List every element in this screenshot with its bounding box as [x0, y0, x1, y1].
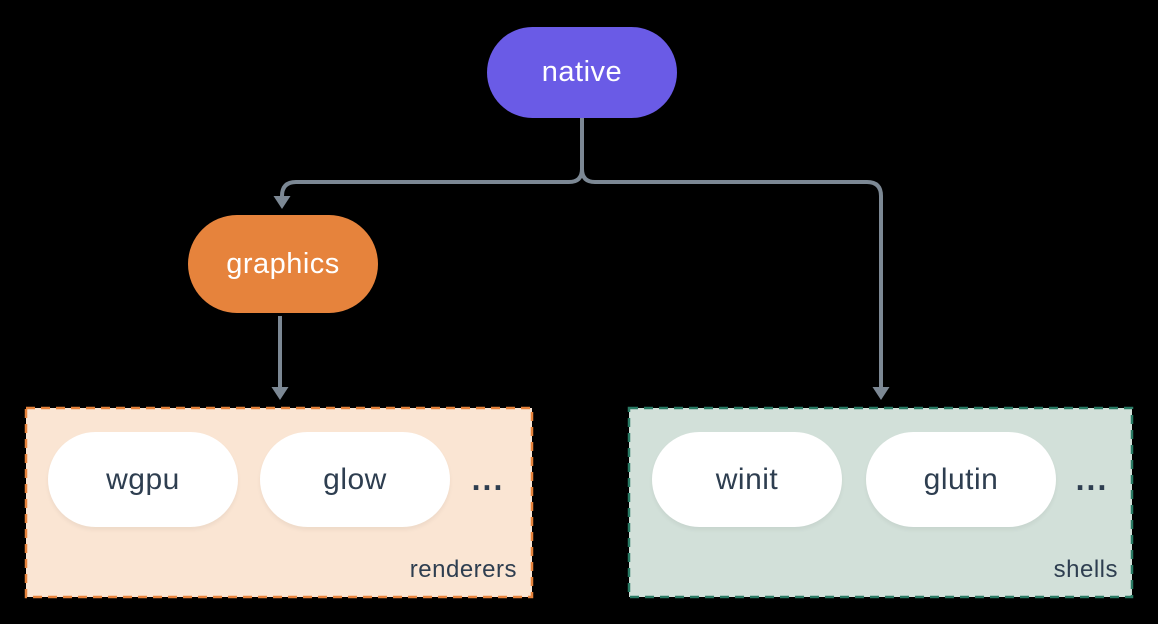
arrowhead-graphics-icon	[273, 196, 291, 209]
arrowhead-renderers-icon	[271, 387, 289, 400]
node-glutin: glutin	[866, 432, 1056, 527]
arrowhead-shells-icon	[872, 387, 890, 400]
shells-ellipsis: ...	[1075, 461, 1109, 497]
edge-native-graphics	[280, 118, 584, 197]
node-wgpu: wgpu	[48, 432, 238, 527]
shells-group-label: shells	[1053, 556, 1118, 583]
renderers-group-label: renderers	[409, 556, 517, 583]
node-glow: glow	[260, 432, 450, 527]
node-graphics: graphics	[188, 215, 378, 313]
node-native: native	[487, 27, 677, 118]
node-winit: winit	[652, 432, 842, 527]
renderers-ellipsis: ...	[471, 461, 505, 497]
edge-native-shells	[580, 118, 883, 387]
